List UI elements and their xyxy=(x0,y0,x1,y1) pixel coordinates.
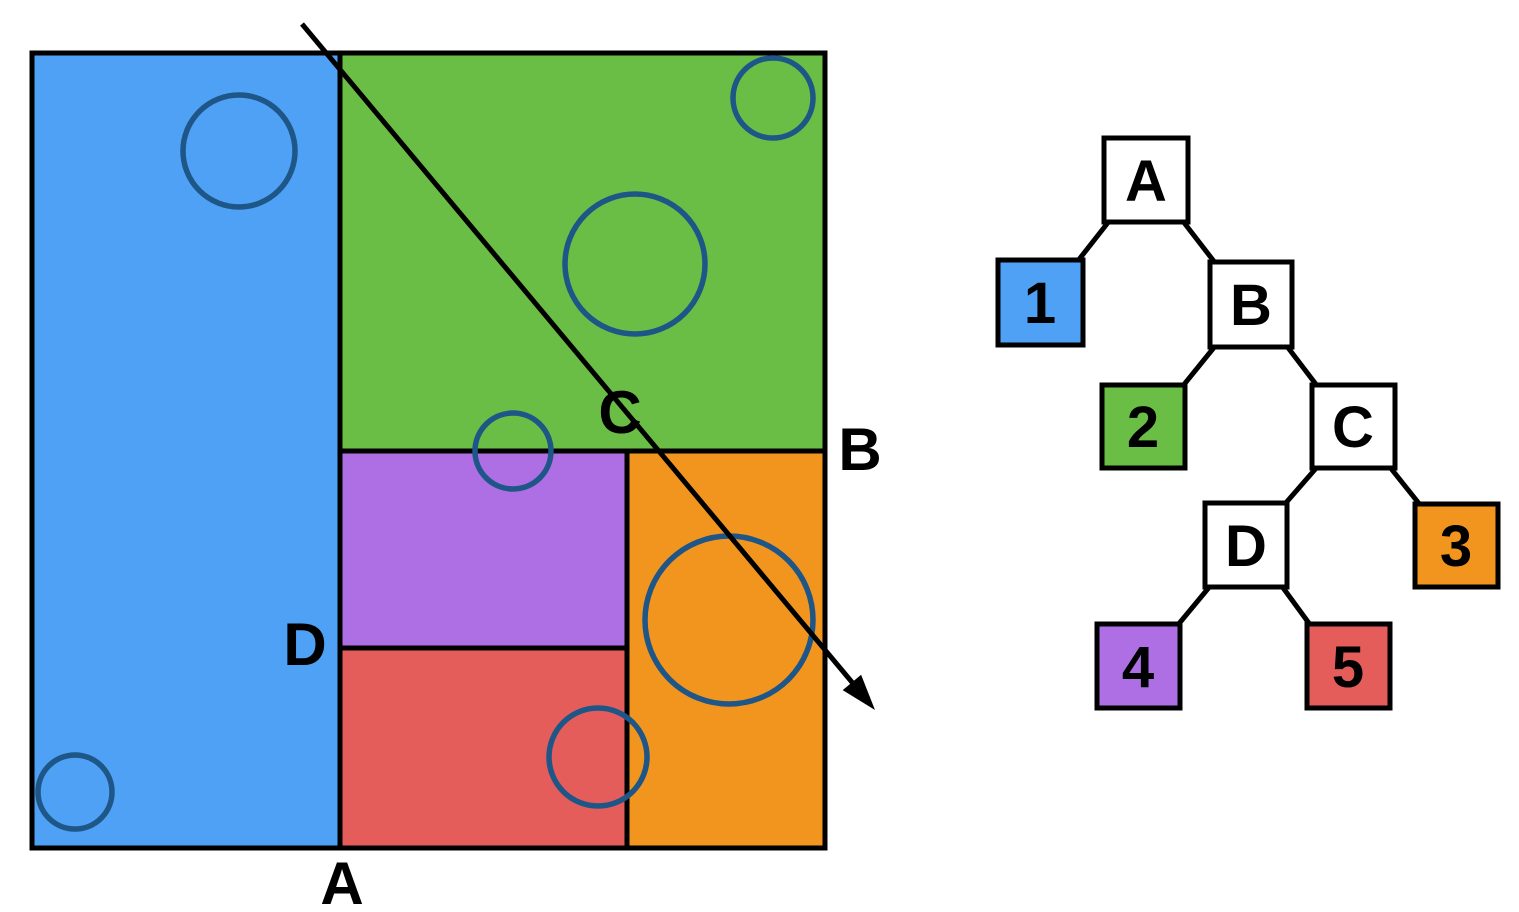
region-blue xyxy=(32,53,340,848)
region-green xyxy=(340,53,825,451)
tree-node-c xyxy=(1309,382,1398,471)
tree-node-b xyxy=(1207,259,1295,350)
scene-object-circle xyxy=(562,191,708,337)
tree-node-d xyxy=(1202,500,1290,590)
split-label-d: D xyxy=(283,611,326,678)
query-ray xyxy=(300,22,858,689)
scene-object-circle xyxy=(472,410,554,492)
scene-object-circle xyxy=(180,92,298,210)
bsp-tree: A B C D 1 2 3 4 5 xyxy=(995,135,1501,711)
tree-leaf-3 xyxy=(1412,501,1501,590)
region-purple xyxy=(340,451,627,648)
region-red xyxy=(340,648,627,848)
tree-node-b-label: B xyxy=(1230,273,1272,338)
split-label-b: B xyxy=(838,416,881,483)
tree-leaf-5-label: 5 xyxy=(1332,635,1364,700)
tree-leaf-4-label: 4 xyxy=(1122,635,1154,700)
tree-edge-c-d xyxy=(1282,464,1320,507)
tree-edge-b-2 xyxy=(1180,343,1218,389)
scene-objects xyxy=(35,55,816,832)
bounding-square xyxy=(29,50,828,851)
tree-node-c-label: C xyxy=(1332,395,1374,460)
tree-edge-b-c xyxy=(1284,343,1320,389)
scene-object-circle xyxy=(546,705,650,809)
tree-edge-d-5 xyxy=(1278,583,1314,628)
tree-leaf-1-label: 1 xyxy=(1024,271,1056,336)
tree-leaf-2 xyxy=(1099,382,1188,471)
tree-edge-d-4 xyxy=(1175,583,1213,628)
query-ray-arrowhead-icon xyxy=(842,674,875,710)
tree-edge-a-b xyxy=(1180,218,1218,266)
space-partition-diagram: A B C D xyxy=(29,22,882,912)
tree-edge-a-1 xyxy=(1075,218,1112,264)
scene-object-circle xyxy=(730,55,816,141)
tree-leaf-3-label: 3 xyxy=(1440,514,1472,579)
tree-edge-c-3 xyxy=(1387,464,1423,508)
split-label-a: A xyxy=(320,850,363,912)
tree-leaf-1 xyxy=(995,257,1086,348)
tree-node-a-label: A xyxy=(1125,149,1167,214)
region-orange xyxy=(627,451,825,848)
tree-node-a xyxy=(1101,135,1191,225)
tree-leaf-2-label: 2 xyxy=(1127,395,1159,460)
tree-node-d-label: D xyxy=(1225,514,1267,579)
scene-object-circle xyxy=(35,752,115,832)
tree-leaf-5 xyxy=(1304,621,1393,711)
tree-leaf-4 xyxy=(1094,621,1183,711)
